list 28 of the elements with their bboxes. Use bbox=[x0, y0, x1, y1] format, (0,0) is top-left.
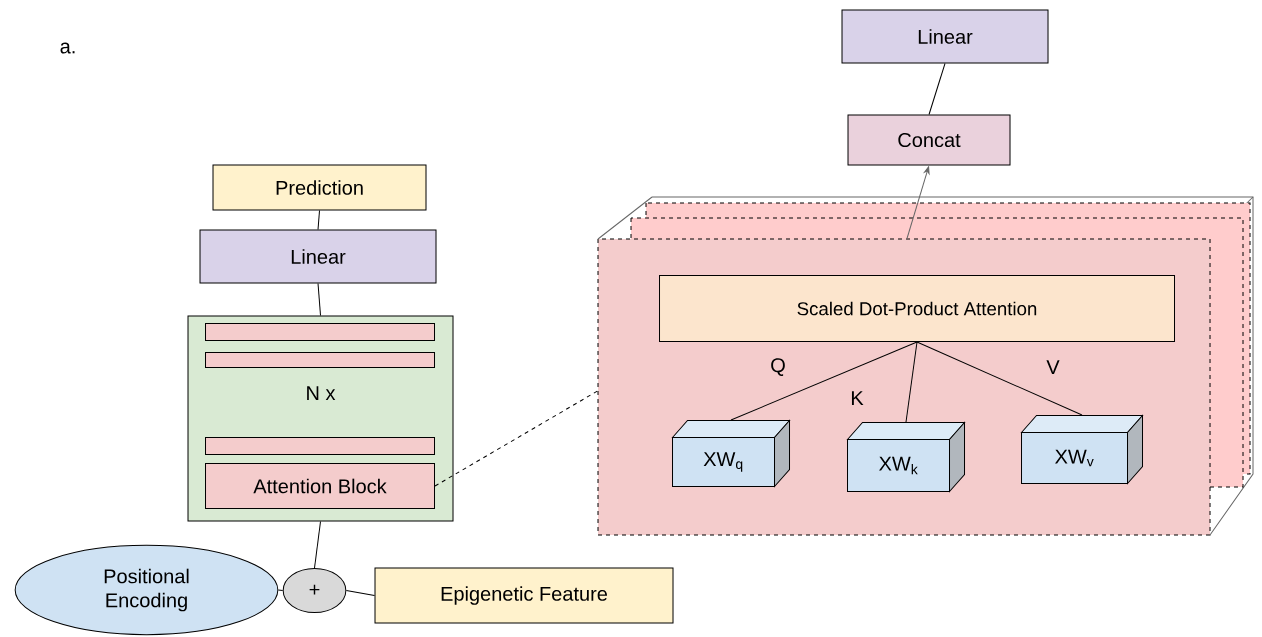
connector-line bbox=[916, 341, 1083, 416]
connector-line bbox=[905, 341, 918, 423]
layer-box: Linear bbox=[199, 229, 437, 284]
query-label: Q bbox=[771, 358, 785, 376]
connector-line bbox=[434, 390, 598, 487]
connector-line bbox=[345, 590, 375, 596]
value-label: V bbox=[1046, 360, 1060, 374]
connector-line bbox=[317, 210, 320, 230]
matrix-cube: XW$_{q}$ bbox=[672, 420, 790, 487]
arrow bbox=[906, 166, 930, 239]
panel-letter: a. bbox=[60, 42, 75, 54]
layer-box: Linear bbox=[841, 9, 1049, 64]
connector-line bbox=[730, 341, 918, 421]
concat-box: Concat bbox=[847, 114, 1011, 166]
connector-line bbox=[317, 283, 321, 316]
connector-line bbox=[928, 63, 946, 115]
matrix-cube: XW$_{v}$ bbox=[1021, 415, 1143, 484]
matrix-cube: XW$_{k}$ bbox=[847, 422, 965, 492]
layer-bar bbox=[205, 437, 435, 455]
connector-line bbox=[314, 521, 321, 569]
output-box: Prediction bbox=[212, 164, 427, 211]
layer-bar bbox=[205, 323, 435, 341]
input-box: Epigenetic Feature bbox=[374, 567, 674, 624]
connector-line bbox=[277, 589, 284, 591]
attention-box: Scaled Dot-Product Attention bbox=[659, 275, 1175, 342]
layer-bar bbox=[205, 352, 435, 368]
block-box: Attention Block bbox=[205, 463, 435, 509]
key-label: K bbox=[851, 391, 864, 405]
